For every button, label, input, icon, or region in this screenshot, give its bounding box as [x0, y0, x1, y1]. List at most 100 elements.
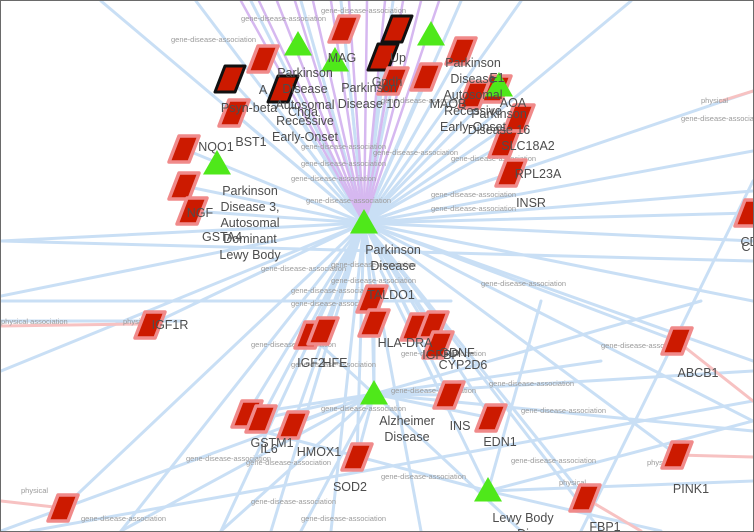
- gene-label-gsta4: GSTA4: [202, 230, 242, 244]
- edge-label: gene-disease-association: [489, 379, 574, 388]
- gene-node[interactable]: [444, 36, 478, 66]
- edge-pd-gene-26: [245, 221, 366, 416]
- edge-phys-2: [675, 339, 753, 403]
- gene-node[interactable]: [306, 316, 340, 346]
- gene-node[interactable]: [376, 66, 410, 96]
- gene-label-c: C: [741, 240, 750, 254]
- edge-label: gene-disease-association: [511, 456, 596, 465]
- gene-node[interactable]: [266, 74, 300, 104]
- disease-node[interactable]: [284, 31, 312, 56]
- edge-label: gene-disease-association: [171, 35, 256, 44]
- edge-label: physical: [559, 478, 586, 487]
- edge-pd-gene-16: [362, 171, 513, 225]
- disease-node[interactable]: [474, 477, 502, 502]
- edge-label: gene-disease-association: [301, 159, 386, 168]
- gene-node[interactable]: [357, 308, 391, 338]
- gene-label-ins: INS: [450, 419, 471, 433]
- edge-pd-gene-33: [61, 221, 366, 510]
- gene-node[interactable]: [167, 134, 201, 164]
- edge-label: gene-disease-association: [331, 276, 416, 285]
- disease-node[interactable]: [417, 21, 445, 46]
- edge-lb-0: [379, 269, 490, 493]
- gene-label-hfe: HFE: [323, 356, 348, 370]
- disease-node[interactable]: [203, 150, 231, 175]
- gene-node[interactable]: [175, 196, 209, 226]
- edge-label: gene-disease-association: [241, 14, 326, 23]
- gene-node[interactable]: [502, 103, 536, 133]
- gene-node[interactable]: [327, 14, 361, 44]
- gene-label-gstm1: GSTM1: [250, 436, 293, 450]
- gene-node[interactable]: [276, 410, 310, 440]
- edge-purple-7: [362, 1, 369, 225]
- disease-node[interactable]: [485, 72, 513, 97]
- gene-label-pink1: PINK1: [673, 482, 709, 496]
- edge-pd-gene-11: [182, 184, 366, 225]
- disease-node[interactable]: [360, 380, 388, 405]
- gene-node[interactable]: [167, 171, 201, 201]
- gene-node[interactable]: [660, 440, 694, 470]
- edge-pd-gene-12: [190, 209, 366, 225]
- gene-label-sod2: SOD2: [333, 480, 367, 494]
- gene-node[interactable]: [46, 493, 80, 523]
- edge-pd-gene-34: [148, 221, 366, 327]
- edge-label: physical: [701, 96, 728, 105]
- edge-pd-8: [1, 221, 366, 243]
- gene-node[interactable]: [487, 129, 521, 159]
- gene-node[interactable]: [340, 442, 374, 472]
- edge-pd-7: [362, 1, 523, 225]
- edge-label: gene-disease-association: [251, 497, 336, 506]
- edge-pd-22: [362, 221, 753, 423]
- gene-node[interactable]: [660, 326, 694, 356]
- gene-label-mag: MAG: [328, 51, 356, 65]
- gene-label-cd3: CD3: [740, 235, 753, 249]
- gene-label-up: Up: [390, 51, 406, 65]
- edge-pd-14: [362, 1, 633, 225]
- gene-node[interactable]: [246, 44, 280, 74]
- edge-ad-13: [372, 392, 451, 397]
- edge-pd-1: [194, 1, 366, 225]
- edge-label: gene-disease-association: [291, 299, 376, 308]
- nodes-layer[interactable]: [46, 14, 753, 523]
- edge-pd-21: [362, 221, 753, 303]
- gene-label-hla-dra: HLA-DRA: [378, 336, 434, 350]
- gene-node[interactable]: [421, 330, 455, 360]
- gene-node[interactable]: [380, 14, 414, 44]
- edge-long-1: [1, 239, 753, 263]
- disease-node[interactable]: [321, 47, 349, 72]
- gene-node[interactable]: [733, 198, 753, 228]
- edge-label: gene-disease-association: [291, 174, 376, 183]
- gene-node[interactable]: [133, 310, 167, 340]
- edge-lb-1: [259, 429, 490, 493]
- gene-node[interactable]: [568, 483, 602, 513]
- edge-pd-gene-29: [355, 221, 366, 459]
- gene-node[interactable]: [409, 62, 443, 92]
- edge-label: gene-disease-association: [381, 96, 466, 105]
- gene-node[interactable]: [217, 98, 251, 128]
- edge-label: gene-disease-association: [681, 114, 753, 123]
- edge-label: gene-disease-association: [521, 406, 606, 415]
- gene-node[interactable]: [474, 403, 508, 433]
- edge-label: gene-disease-association: [261, 264, 346, 273]
- edge-label: physical: [21, 486, 48, 495]
- gene-label-fbp1: FBP1: [589, 520, 620, 531]
- edge-purple-4: [311, 1, 366, 225]
- gene-node[interactable]: [494, 158, 528, 188]
- edge-phys-3: [675, 453, 753, 459]
- edge-label: gene-disease-association: [481, 279, 566, 288]
- edge-pd-gene-31: [362, 221, 679, 457]
- edge-pd-gene-9: [232, 111, 366, 225]
- edge-label: gene-disease-association: [186, 454, 271, 463]
- gene-node[interactable]: [244, 404, 278, 434]
- edge-pd-gene-14: [362, 93, 476, 225]
- edge-label: gene-disease-association: [301, 514, 386, 523]
- disease-node[interactable]: [350, 209, 378, 234]
- edge-purple-10: [362, 1, 423, 225]
- gene-node[interactable]: [213, 64, 247, 94]
- gene-node[interactable]: [457, 80, 491, 110]
- gene-node[interactable]: [432, 380, 466, 410]
